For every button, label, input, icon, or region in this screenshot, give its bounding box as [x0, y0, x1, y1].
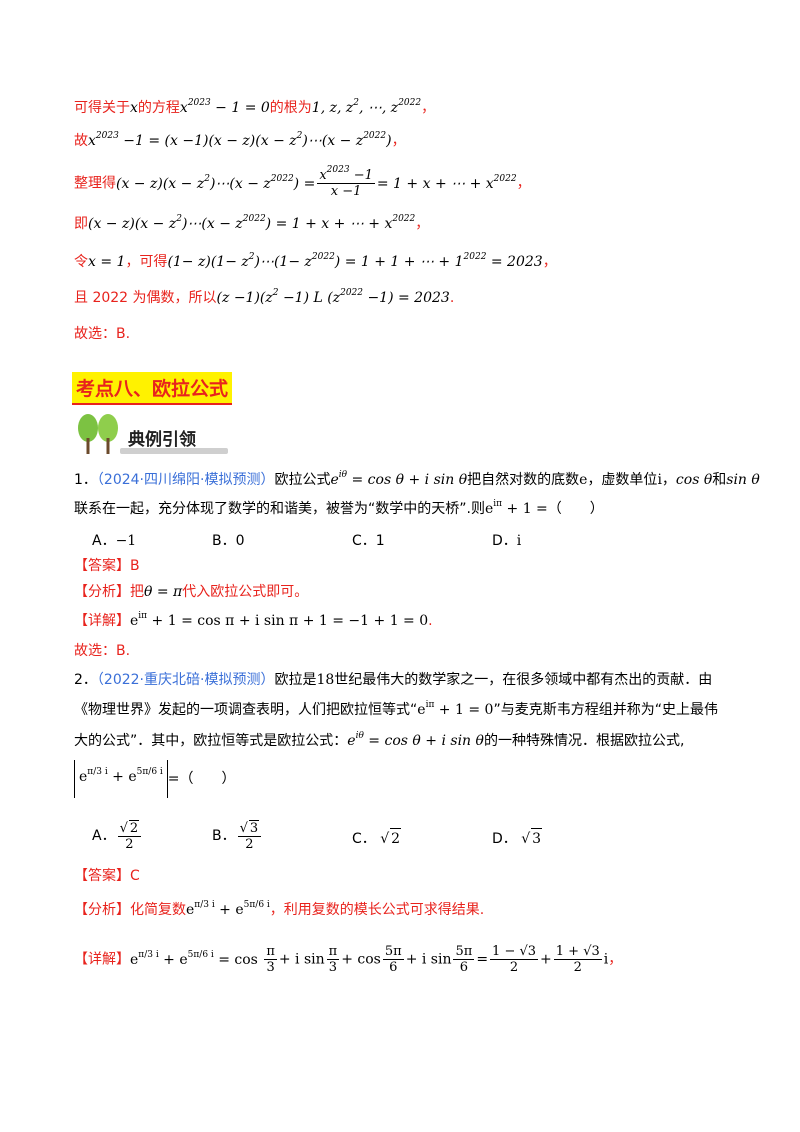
banner-label: 典例引领	[128, 430, 196, 450]
text: ”与麦克斯韦方程组并称为“史上最伟	[493, 702, 718, 718]
derivation-line-1: 可得关于x的方程x2023 − 1 = 0的根为1, z, z2, ⋯, z20…	[74, 98, 436, 117]
text: 大的公式”．其中，欧拉恒等式是欧拉公式：	[74, 733, 348, 749]
question-number: 2．	[74, 672, 97, 688]
tree-icon	[78, 414, 118, 454]
derivation-conclusion: 故选：B.	[74, 326, 131, 342]
question-number: 1．	[74, 472, 97, 488]
text: 把自然对数的底数	[467, 472, 580, 488]
q2-option-c[interactable]: C． √2	[352, 828, 402, 849]
derivation-line-6: 且 2022 为偶数，所以(z −1)(z2 −1) L (z2022 −1) …	[74, 288, 455, 307]
q1-final: 故选：B.	[74, 643, 131, 659]
text: =（ ）	[167, 771, 236, 787]
text: ，	[661, 472, 676, 488]
text: 《物理世界》发起的一项调查表明，人们把欧拉恒等式“	[74, 702, 418, 718]
text: 和	[712, 472, 727, 488]
text: ，可得	[125, 254, 168, 270]
q2-answer: 【答案】C	[74, 868, 140, 884]
q1-detail: 【详解】eiπ + 1 = cos π + i sin π + 1 = −1 +…	[74, 611, 433, 630]
derivation-line-3: 整理得(x − z)(x − z2)⋯(x − z2022) =x2023 −1…	[74, 165, 531, 200]
section-title: 考点八、欧拉公式	[72, 372, 233, 405]
q1-option-b[interactable]: B．0	[212, 533, 245, 549]
banner-underline	[120, 448, 228, 454]
q1-option-c[interactable]: C．1	[352, 533, 385, 549]
text: 故	[74, 133, 88, 149]
text: 的一种特殊情况．根据欧拉公式,	[483, 733, 685, 749]
question-source: （2022·重庆北碚·模拟预测）	[96, 672, 275, 688]
q2-line-4: eπ/3 i + e5π/6 i=（ ）	[74, 760, 236, 798]
text: （ ）	[547, 501, 604, 517]
derivation-line-2: 故x2023 −1 = (x −1)(x − z)(x − z2)⋯(x − z…	[74, 131, 406, 150]
question-source: （2024·四川绵阳·模拟预测）	[96, 472, 275, 488]
q2-line-2: 《物理世界》发起的一项调查表明，人们把欧拉恒等式“eiπ + 1 = 0”与麦克…	[74, 700, 718, 719]
q1-line-1: 1．（2024·四川绵阳·模拟预测）欧拉公式eiθ = cos θ + i si…	[74, 470, 760, 489]
derivation-line-5: 令x = 1，可得(1− z)(1− z2)⋯(1− z2022) = 1 + …	[74, 252, 557, 271]
text: 欧拉是	[274, 672, 317, 688]
derivation-line-4: 即(x − z)(x − z2)⋯(x − z2022) = 1 + x + ⋯…	[74, 214, 430, 233]
text: 联系在一起，充分体现了数学的和谐美，被誉为“数学中的天桥”.则	[74, 501, 485, 517]
q2-line-1: 2．（2022·重庆北碚·模拟预测）欧拉是18世纪最伟大的数学家之一，在很多领域…	[74, 672, 713, 688]
q1-analysis: 【分析】把θ = π代入欧拉公式即可。	[74, 584, 309, 600]
text: 即	[74, 216, 88, 232]
q2-analysis: 【分析】化简复数eπ/3 i + e5π/6 i，利用复数的模长公式可求得结果.	[74, 900, 485, 919]
q2-option-d[interactable]: D． √3	[492, 828, 543, 849]
q1-line-2: 联系在一起，充分体现了数学的和谐美，被誉为“数学中的天桥”.则eiπ + 1 =…	[74, 499, 604, 518]
example-banner: 典例引领	[74, 412, 229, 456]
text: 可得关于	[74, 100, 130, 116]
text: 世纪最伟大的数学家之一，在很多领域中都有杰出的贡献．由	[334, 672, 713, 688]
q2-line-3: 大的公式”．其中，欧拉恒等式是欧拉公式：eiθ = cos θ + i sin …	[74, 731, 685, 750]
text: 整理得	[74, 175, 116, 192]
q1-option-a[interactable]: A．−1	[92, 533, 137, 549]
q1-answer: 【答案】B	[74, 558, 140, 574]
q1-option-d[interactable]: D．i	[492, 533, 522, 549]
text: 令	[74, 254, 88, 270]
text: 且 2022 为偶数，所以	[74, 290, 217, 306]
text: ，虚数单位	[587, 472, 658, 488]
text: 欧拉公式	[274, 472, 331, 488]
text: 的根为	[269, 100, 312, 116]
text: 的方程	[137, 100, 180, 116]
